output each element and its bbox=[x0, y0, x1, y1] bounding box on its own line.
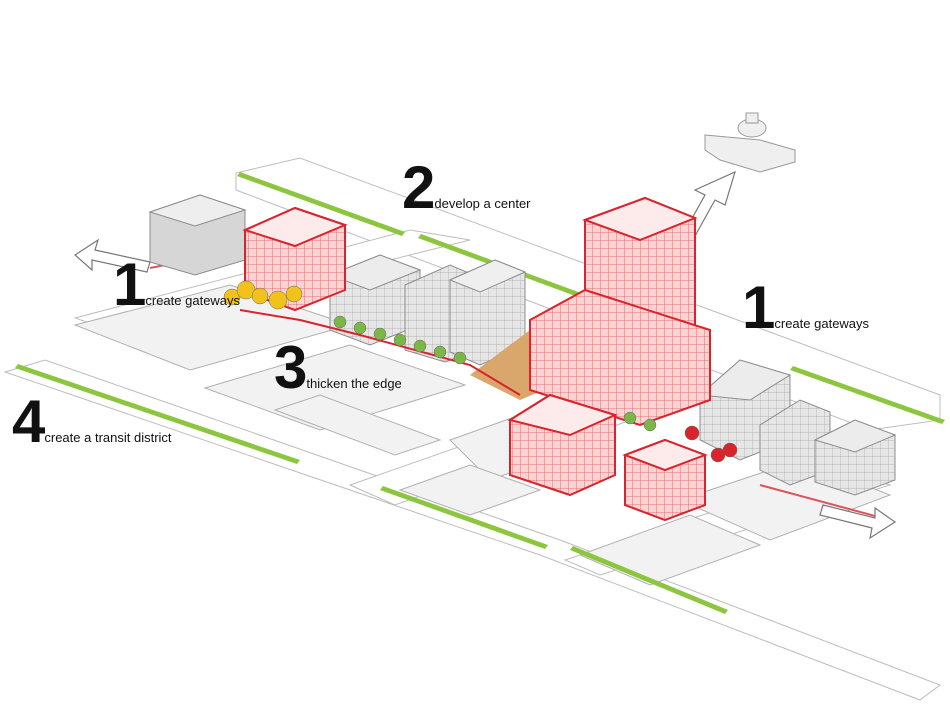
annotation-2: 2develop a center bbox=[402, 158, 531, 218]
annotation-text: create a transit district bbox=[44, 430, 172, 445]
annotation-text: thicken the edge bbox=[306, 376, 402, 391]
edge-outline bbox=[239, 309, 521, 396]
annotation-1-east: 1create gateways bbox=[742, 278, 869, 338]
annotation-text: create gateways bbox=[145, 293, 241, 308]
annotation-4: 4create a transit district bbox=[12, 392, 172, 452]
annotation-text: create gateways bbox=[774, 316, 870, 331]
median-south-2 bbox=[380, 486, 548, 549]
capitol-icon bbox=[704, 112, 796, 173]
avenue-south bbox=[3, 359, 942, 701]
annotation-text: develop a center bbox=[434, 196, 531, 211]
median-south-3 bbox=[570, 546, 728, 614]
west-arrow bbox=[74, 238, 151, 273]
street-trees bbox=[223, 280, 738, 463]
median-north bbox=[237, 172, 405, 236]
median-south bbox=[15, 364, 300, 464]
median-east bbox=[790, 366, 945, 424]
annotation-number: 3 bbox=[274, 334, 307, 401]
tower-podium bbox=[529, 288, 711, 427]
annotation-1-west: 1create gateways bbox=[113, 255, 240, 315]
east-arrow bbox=[819, 504, 897, 540]
annotation-number: 2 bbox=[402, 154, 435, 221]
existing-buildings bbox=[148, 194, 897, 496]
annotation-number: 4 bbox=[12, 388, 45, 455]
annotation-number: 1 bbox=[742, 274, 775, 341]
proposed-buildings bbox=[239, 196, 711, 522]
annotation-3: 3thicken the edge bbox=[274, 338, 402, 398]
annotation-number: 1 bbox=[113, 251, 146, 318]
